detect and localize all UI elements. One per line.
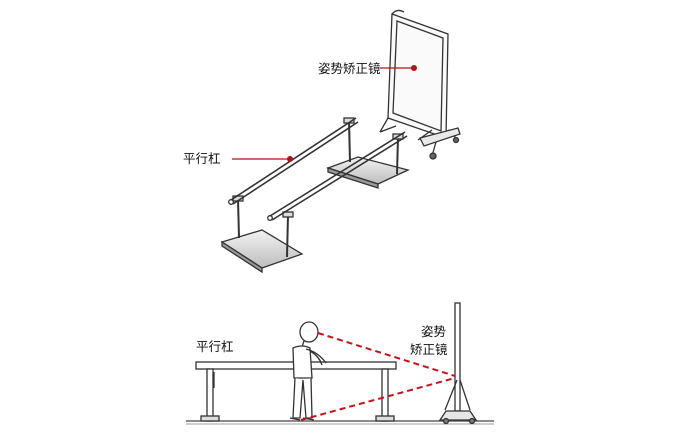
sight-lines bbox=[300, 332, 456, 421]
label-posture-mirror-bottom-line2: 矫正镜 bbox=[410, 342, 448, 357]
parallel-bars-top bbox=[220, 117, 410, 274]
human-figure bbox=[289, 321, 327, 421]
label-parallel-bars-bottom: 平行杠 bbox=[196, 339, 234, 354]
label-parallel-bars-top: 平行杠 bbox=[183, 151, 221, 166]
posture-mirror-side bbox=[438, 302, 478, 425]
label-posture-mirror-bottom-line1: 姿势 bbox=[421, 324, 447, 339]
posture-mirror-top bbox=[379, 9, 461, 160]
leader-lines-top bbox=[232, 65, 417, 162]
floor-line bbox=[186, 420, 494, 425]
label-posture-mirror-top: 姿势矫正镜 bbox=[318, 61, 381, 76]
